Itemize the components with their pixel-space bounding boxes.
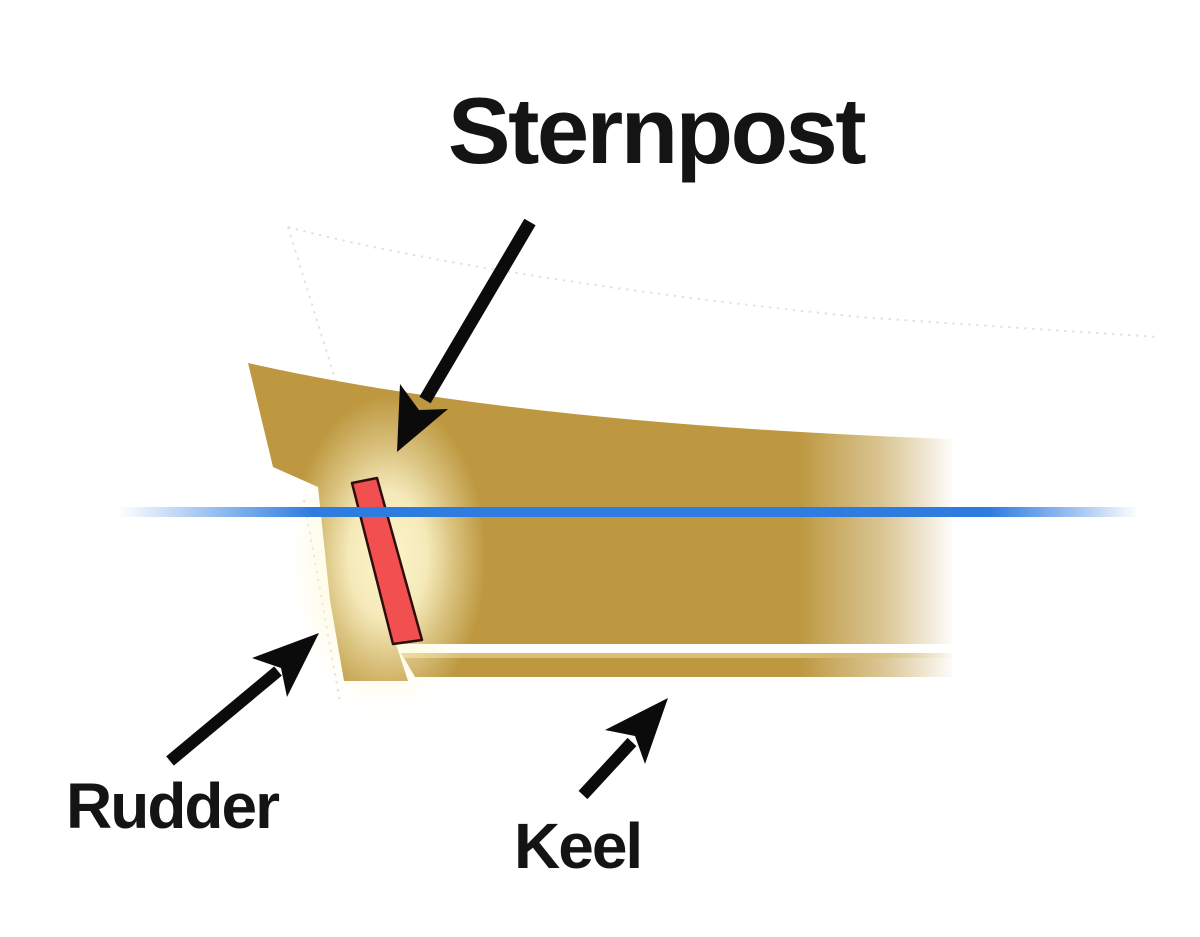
rudder-label: Rudder [66, 770, 280, 842]
rudder-arrow [166, 633, 319, 766]
keel-label: Keel [514, 810, 643, 882]
keel-shape [401, 653, 952, 677]
sternpost-arrow [397, 218, 536, 452]
keel-arrow [578, 698, 668, 800]
sternpost-label: Sternpost [447, 78, 867, 183]
waterline [118, 507, 1138, 517]
keel-stripe [401, 653, 952, 658]
ghost-sheer-outline [287, 226, 1159, 338]
sternpost-shape [350, 476, 424, 646]
ghost-transom-outline [287, 226, 338, 386]
